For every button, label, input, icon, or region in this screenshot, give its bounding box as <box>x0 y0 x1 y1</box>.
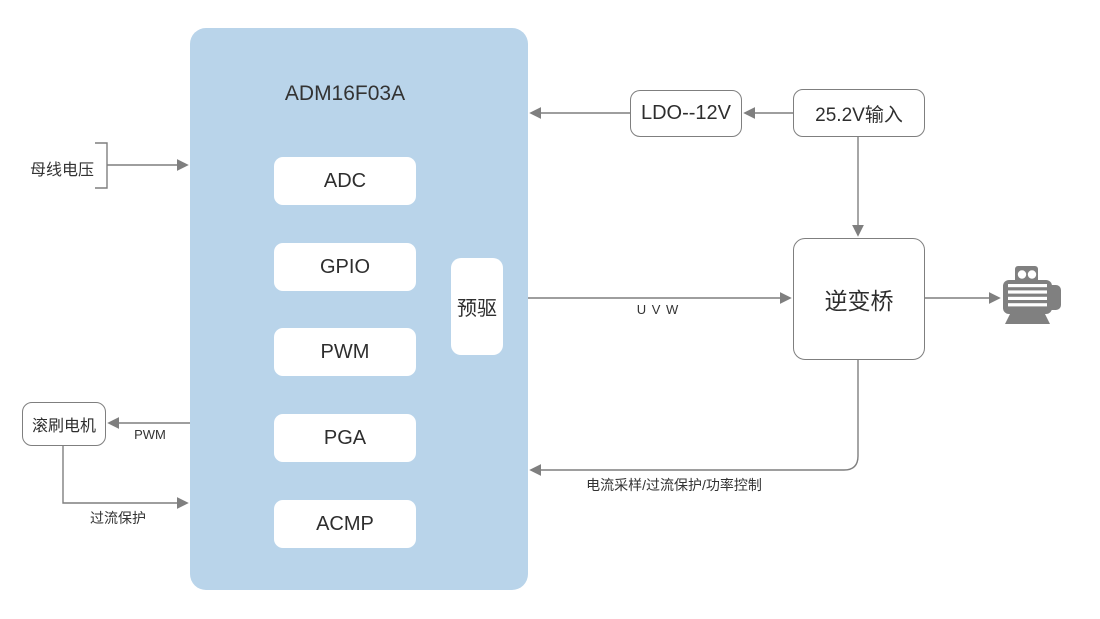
chip-title: ADM16F03A <box>284 82 406 105</box>
module-acmp: ACMP <box>274 500 416 548</box>
node-inverter-bridge: 逆变桥 <box>793 238 925 360</box>
module-gpio: GPIO <box>274 243 416 291</box>
label-uvw-phases: U V W <box>636 302 680 317</box>
node-brush-motor: 滚刷电机 <box>22 402 106 446</box>
motor-icon <box>1003 266 1061 324</box>
label-bus-voltage: 母线电压 <box>29 162 94 179</box>
label-overcurrent-protection: 过流保护 <box>90 510 146 526</box>
label-pwm-signal: PWM <box>134 427 166 442</box>
wire-inverter-feedback-to-chip <box>529 360 859 476</box>
wire-brushmotor-overcurrent-to-chip <box>62 446 189 509</box>
label-feedback-signals: 电流采样/过流保护/功率控制 <box>586 477 762 493</box>
module-pga: PGA <box>274 414 416 462</box>
node-power-input: 25.2V输入 <box>793 89 925 137</box>
module-predriver: 预驱 <box>451 258 503 355</box>
module-pwm: PWM <box>274 328 416 376</box>
node-ldo: LDO--12V <box>630 90 742 137</box>
module-adc: ADC <box>274 157 416 205</box>
